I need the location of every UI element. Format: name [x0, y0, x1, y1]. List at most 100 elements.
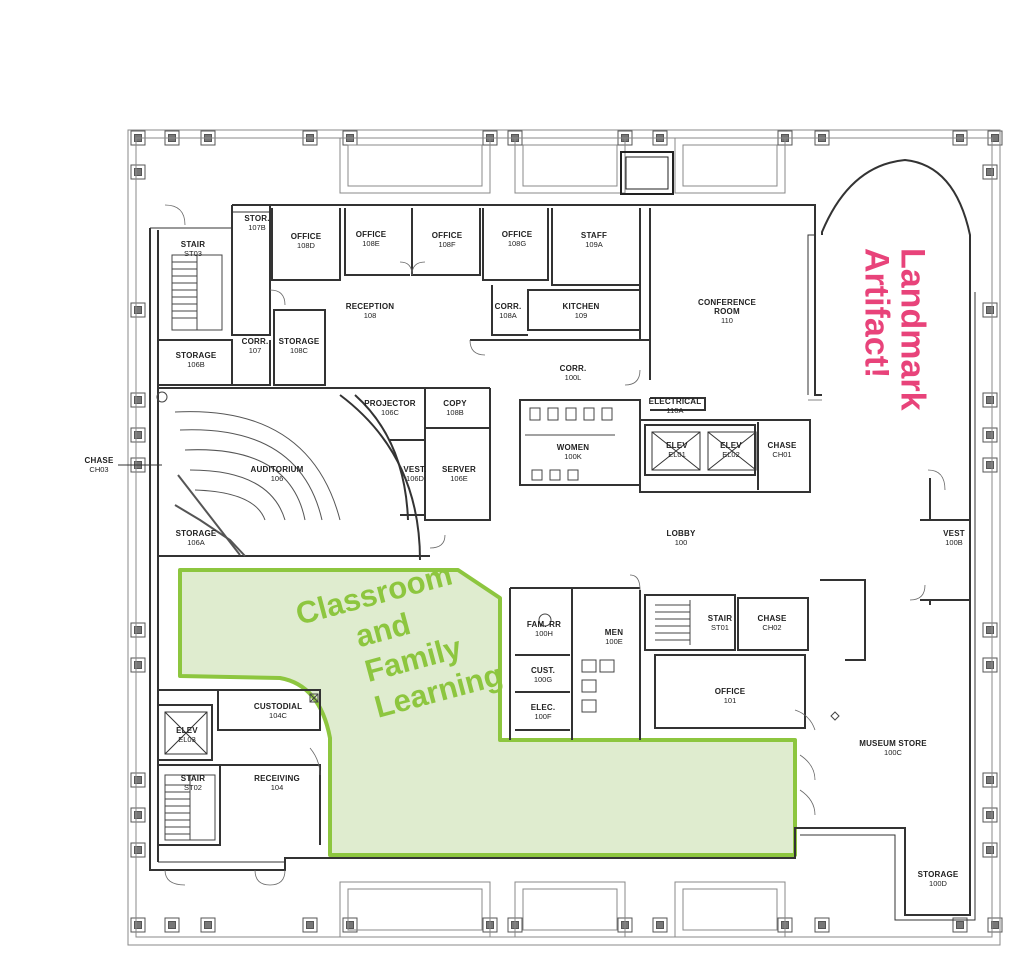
room-number: 100B — [945, 537, 963, 547]
room-name: PROJECTOR — [364, 399, 416, 408]
room-number: 101 — [723, 695, 737, 705]
room-name: FAM. RR — [526, 620, 562, 629]
room-number: 108D — [297, 240, 315, 250]
room-name: CHASE — [757, 614, 787, 623]
room-number: 100E — [605, 636, 623, 646]
room-label: CORR.100L — [559, 364, 587, 382]
room-number: 100H — [535, 628, 553, 638]
callout-line: Landmark — [893, 248, 932, 411]
room-number: 108F — [438, 239, 456, 249]
room-name: CORR. — [559, 364, 587, 373]
room-name: CORR. — [494, 302, 522, 311]
room-name: STOR. — [244, 214, 270, 223]
room-number: 100G — [533, 674, 553, 684]
room-name: WOMEN — [556, 443, 590, 452]
room-number: 108A — [499, 310, 517, 320]
room-number: 108G — [507, 238, 527, 248]
room-name: CHASE — [767, 441, 797, 450]
room-number: 108C — [290, 345, 308, 355]
room-name: OFFICE — [714, 687, 746, 696]
room-number: 108B — [446, 407, 464, 417]
room-number: 109 — [574, 310, 588, 320]
room-number: 107 — [248, 345, 262, 355]
room-name: RECEPTION — [345, 302, 395, 311]
room-name: STORAGE — [278, 337, 320, 346]
room-name: STAFF — [580, 231, 608, 240]
room-name: STAIR — [707, 614, 733, 623]
room-name: SERVER — [442, 465, 476, 474]
room-number: EL03 — [178, 734, 196, 744]
room-name: CORR. — [241, 337, 269, 346]
room-name: CONFERENCE ROOM — [697, 298, 756, 316]
room-number: 110 — [721, 315, 733, 325]
room-number: ST01 — [711, 622, 729, 632]
room-name: OFFICE — [431, 231, 463, 240]
room-name: LOBBY — [666, 529, 696, 538]
room-number: 109A — [585, 239, 603, 249]
elevator-boxes — [164, 431, 757, 755]
room-number: CH03 — [89, 464, 109, 474]
room-name: MEN — [604, 628, 624, 637]
room-number: 100C — [884, 747, 902, 757]
exterior-frame — [127, 129, 1001, 946]
room-name: ELEV — [176, 726, 198, 735]
skylight-box — [620, 151, 674, 195]
door-swings — [164, 204, 946, 886]
room-name: AUDITORIUM — [250, 465, 304, 474]
room-number: 106 — [270, 473, 284, 483]
room-name: STAIR — [180, 774, 206, 783]
room-number: CH02 — [762, 622, 782, 632]
room-name: OFFICE — [501, 230, 533, 239]
room-label: CORR.107 — [241, 337, 269, 355]
room-name: STORAGE — [175, 529, 217, 538]
room-name: ELEV — [720, 441, 742, 450]
room-number: 106A — [187, 537, 205, 547]
room-number: 100F — [534, 711, 552, 721]
room-name: ELEC. — [530, 703, 556, 712]
room-number: EL01 — [668, 449, 686, 459]
room-number: 107B — [248, 222, 266, 232]
stairs — [164, 254, 691, 841]
room-name: OFFICE — [355, 230, 387, 239]
room-name: CUST. — [530, 666, 556, 675]
landmark-artifact-label: Landmark Artifact! — [858, 248, 932, 411]
room-name: STORAGE — [175, 351, 217, 360]
room-name: KITCHEN — [562, 302, 600, 311]
auditorium-seating — [174, 411, 341, 557]
room-name: CHASE — [84, 456, 114, 465]
room-name: CUSTODIAL — [253, 702, 303, 711]
room-number: CH01 — [772, 449, 792, 459]
room-name: STAIR — [180, 240, 206, 249]
walls — [149, 158, 971, 916]
room-number: ST03 — [184, 248, 202, 258]
room-number: 100L — [564, 372, 582, 382]
wall-thickness — [150, 211, 976, 921]
room-name: COPY — [443, 399, 467, 408]
room-name: MUSEUM STORE — [859, 739, 927, 748]
room-name: OFFICE — [290, 232, 322, 241]
